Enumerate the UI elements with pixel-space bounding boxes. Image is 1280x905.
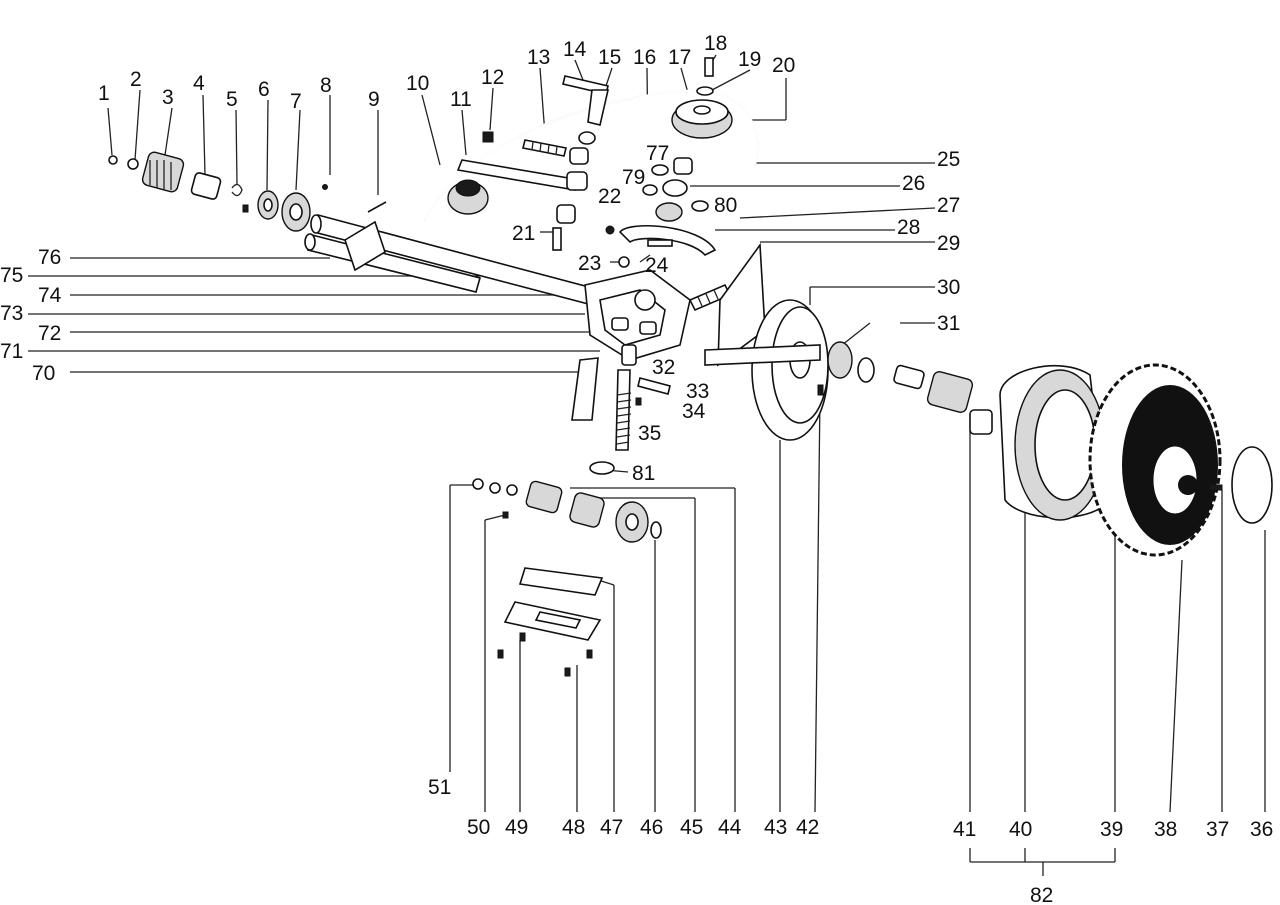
callout-36: 36 — [1250, 818, 1273, 841]
callout-40: 40 — [1009, 818, 1032, 841]
callout-75: 75 — [0, 264, 23, 287]
callout-13: 13 — [527, 46, 550, 69]
callout-70: 70 — [32, 362, 55, 385]
pin — [367, 201, 387, 213]
callout-49: 49 — [505, 816, 528, 839]
callout-17: 17 — [668, 46, 691, 69]
callout-14: 14 — [563, 38, 587, 61]
callout-81: 81 — [632, 462, 655, 485]
callout-42: 42 — [796, 816, 819, 839]
callout-37: 37 — [1206, 818, 1229, 841]
drive-disk — [751, 299, 829, 441]
gear-pinion — [926, 371, 974, 413]
callout-43: 43 — [764, 816, 787, 839]
callout-34: 34 — [682, 400, 706, 423]
callout-27: 27 — [937, 194, 960, 217]
callout-11: 11 — [450, 88, 472, 111]
callout-26: 26 — [902, 172, 925, 195]
callout-31: 31 — [937, 312, 960, 335]
callout-25: 25 — [937, 148, 960, 171]
callout-72: 72 — [38, 322, 61, 345]
pulley-17 — [671, 99, 733, 139]
gear-housing — [584, 269, 691, 361]
callout-29: 29 — [937, 232, 960, 255]
wheel-tire — [1088, 363, 1222, 557]
pulley-10 — [447, 179, 489, 215]
callout-46: 46 — [640, 816, 663, 839]
callout-20: 20 — [772, 54, 795, 77]
callout-77: 77 — [646, 142, 669, 165]
callout-5: 5 — [226, 88, 238, 111]
callout-2: 2 — [130, 68, 142, 91]
callout-73: 73 — [0, 302, 23, 325]
callout-28: 28 — [897, 216, 920, 239]
bearing-7 — [281, 192, 311, 232]
callout-30: 30 — [937, 276, 960, 299]
wheel-rim — [999, 364, 1106, 521]
callout-82: 82 — [1030, 884, 1053, 905]
callout-47: 47 — [600, 816, 623, 839]
callout-44: 44 — [718, 816, 742, 839]
callout-10: 10 — [406, 72, 429, 95]
gear-lower-1 — [525, 480, 563, 514]
callout-79: 79 — [622, 166, 645, 189]
callout-50: 50 — [467, 816, 490, 839]
callout-21: 21 — [512, 222, 535, 245]
parts-drawing — [108, 57, 1273, 677]
callout-35: 35 — [638, 422, 661, 445]
callout-7: 7 — [290, 90, 302, 113]
callout-numbers: 1 2 3 4 5 6 7 8 9 10 11 12 13 14 15 16 1… — [0, 32, 1273, 905]
callout-38: 38 — [1154, 818, 1177, 841]
gear-3 — [141, 151, 185, 193]
callout-18: 18 — [704, 32, 727, 55]
callout-3: 3 — [162, 86, 174, 109]
callout-74: 74 — [38, 284, 62, 307]
callout-32: 32 — [652, 356, 675, 379]
callout-8: 8 — [320, 74, 332, 97]
bushing-4 — [190, 172, 222, 200]
callout-6: 6 — [258, 78, 270, 101]
callout-1: 1 — [98, 82, 110, 105]
callout-24: 24 — [645, 254, 669, 277]
callout-23: 23 — [578, 252, 601, 275]
gear-lower-3 — [615, 501, 649, 543]
spring-13 — [522, 139, 567, 157]
callout-39: 39 — [1100, 818, 1123, 841]
callout-9: 9 — [368, 88, 380, 111]
callout-15: 15 — [598, 46, 621, 69]
hub-cap — [1231, 446, 1273, 524]
callout-80: 80 — [714, 194, 737, 217]
callout-4: 4 — [193, 72, 205, 95]
callout-33: 33 — [686, 380, 709, 403]
callout-19: 19 — [738, 48, 761, 71]
callout-41: 41 — [953, 818, 976, 841]
callout-12: 12 — [481, 66, 504, 89]
callout-16: 16 — [633, 46, 656, 69]
callout-51: 51 — [428, 776, 451, 799]
callout-76: 76 — [38, 246, 61, 269]
gear-6 — [257, 190, 279, 220]
mount-bracket — [344, 220, 386, 272]
callout-48: 48 — [562, 816, 585, 839]
gear-lower-2 — [569, 492, 605, 528]
cover-plate-top — [518, 567, 604, 596]
callout-22: 22 — [598, 185, 621, 208]
callout-71: 71 — [0, 340, 23, 363]
callout-45: 45 — [680, 816, 703, 839]
